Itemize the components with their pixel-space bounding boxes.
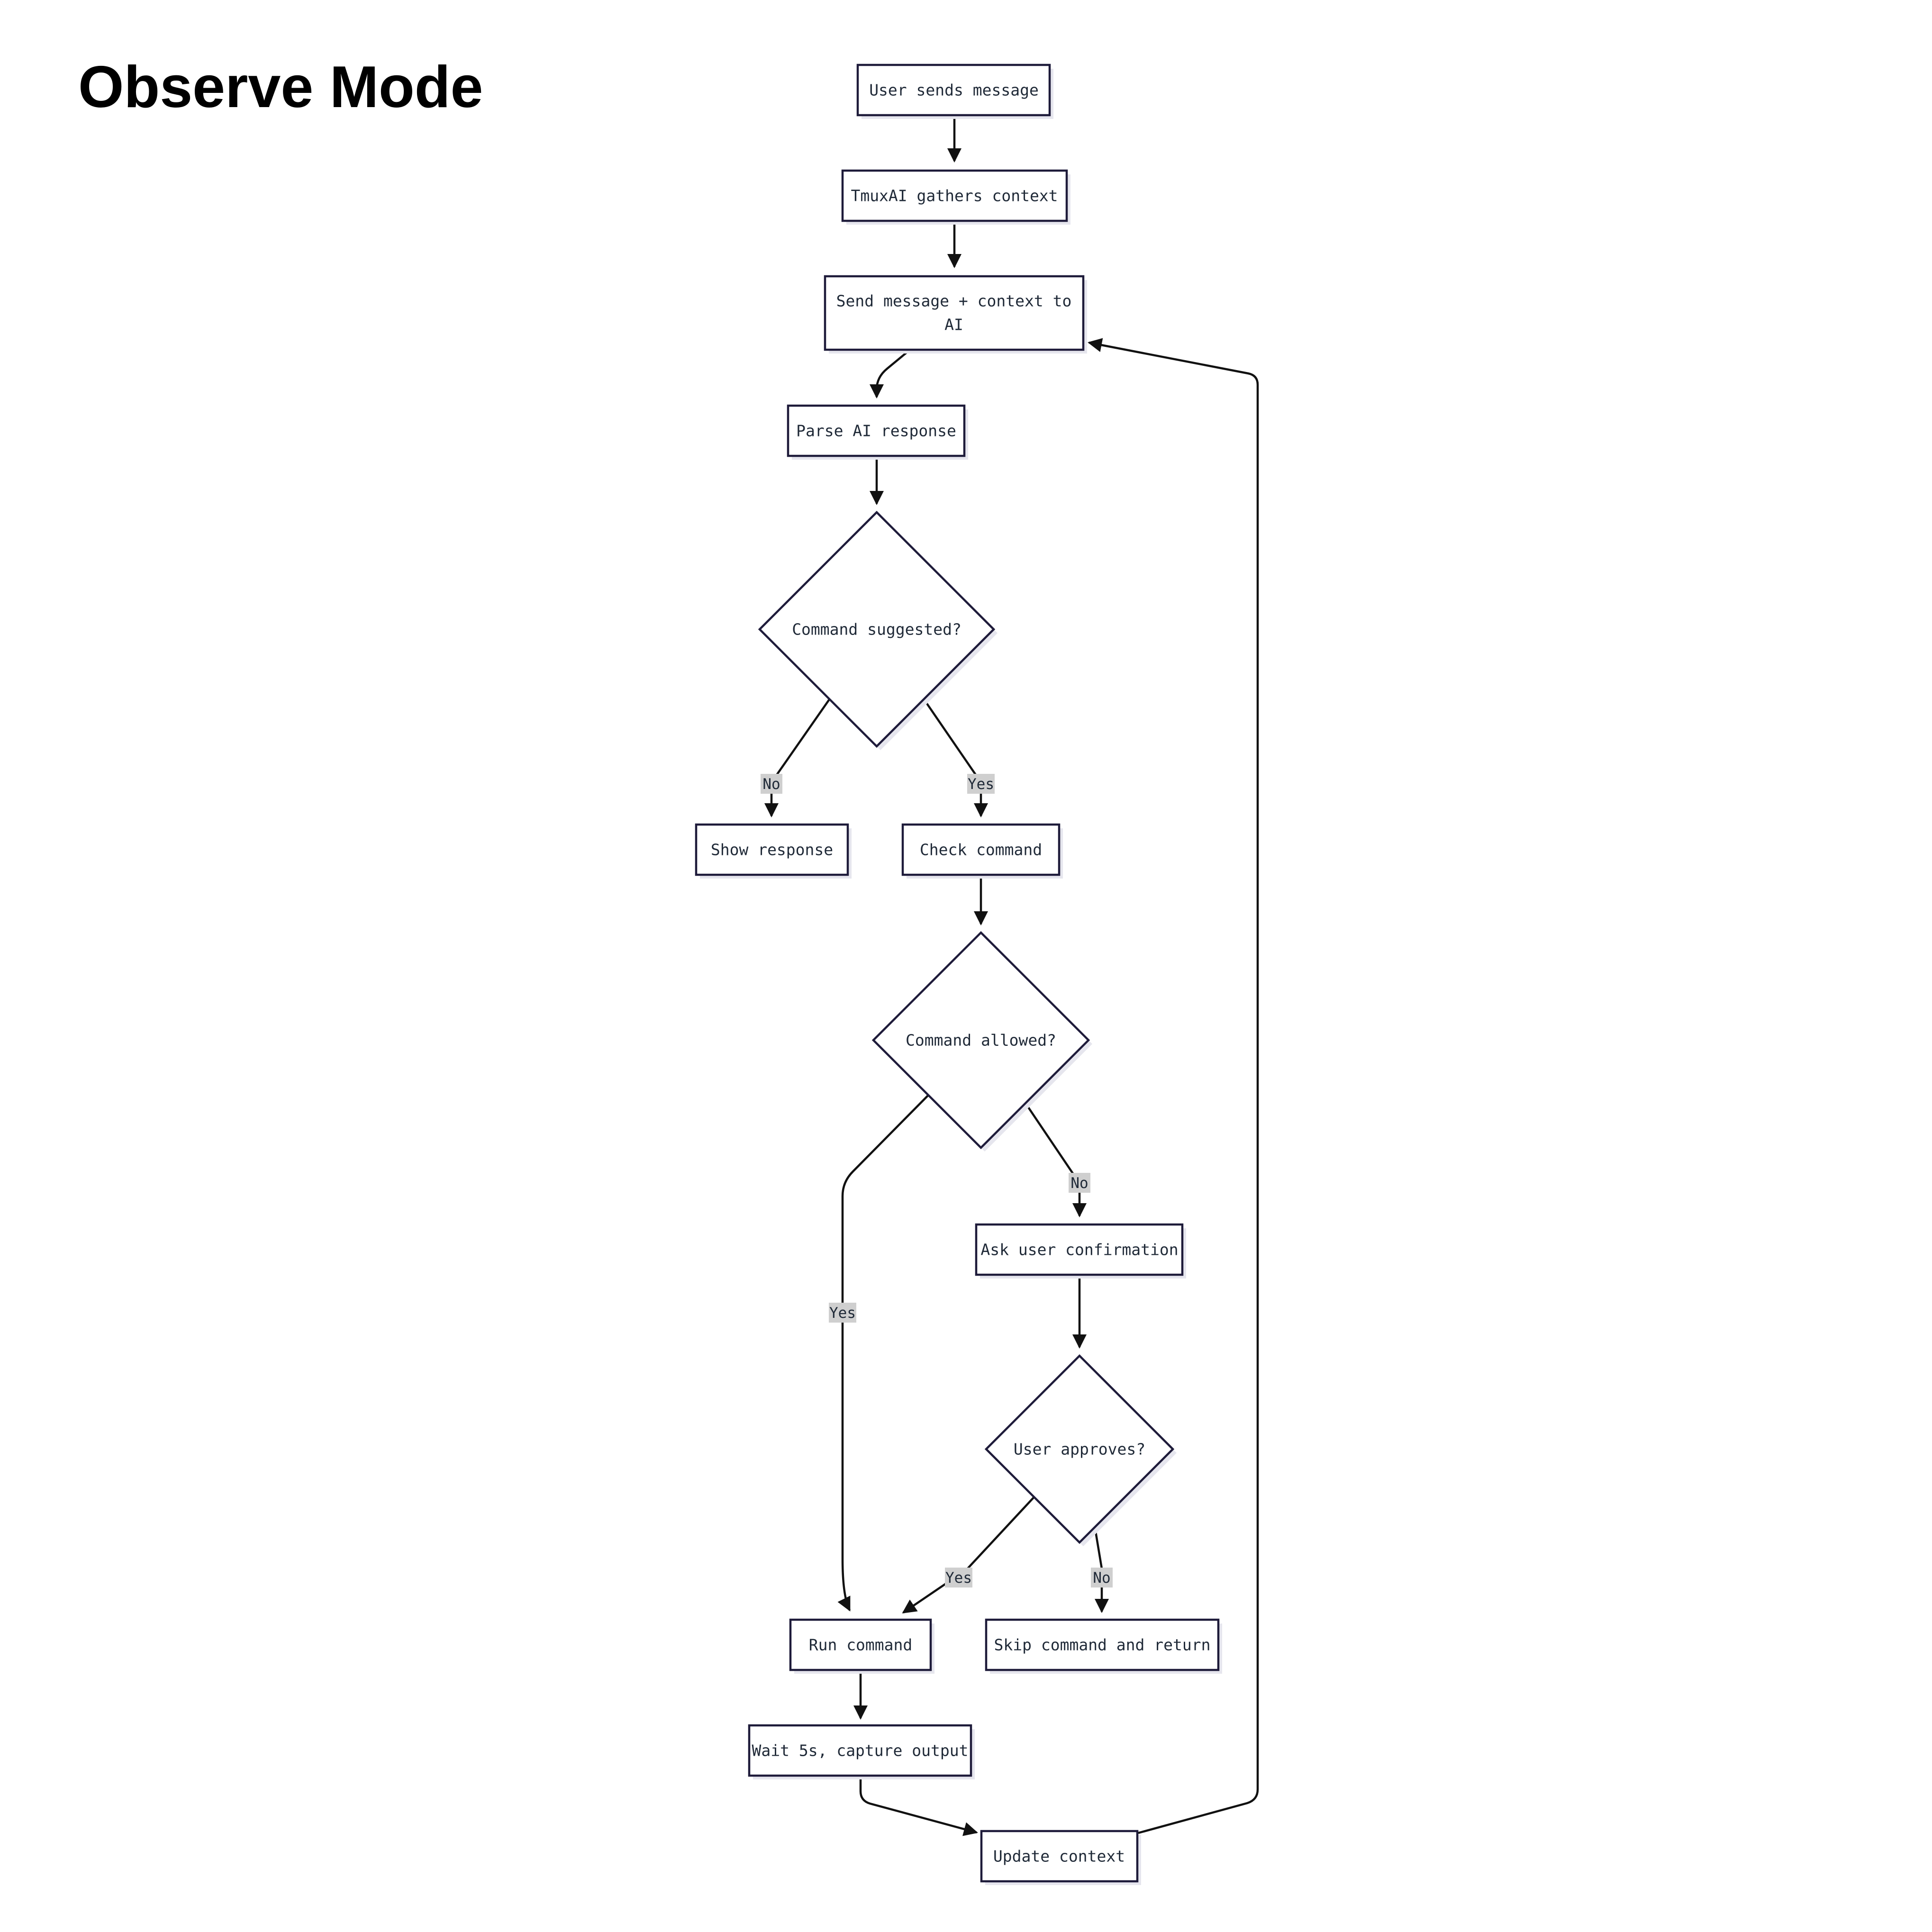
node-send-message: Send message + context to AI [824,275,1087,354]
node-wait-capture: Wait 5s, capture output [748,1724,975,1779]
edge-label-suggested-yes: Yes [967,774,995,794]
svg-text:Ask user confirmation: Ask user confirmation [980,1241,1178,1259]
node-show-response: Show response [695,823,852,879]
node-gathers-context: TmuxAI gathers context [841,169,1070,225]
edge-suggested-no [764,698,830,817]
node-update-context: Update context [980,1830,1141,1885]
svg-text:Run command: Run command [809,1636,913,1654]
nodes: User sends message TmuxAI gathers contex… [695,63,1222,1885]
edge-label-approves-yes: Yes [945,1568,972,1587]
edge-label-allowed-no: No [1069,1173,1090,1193]
node-check-command: Check command [901,823,1063,879]
svg-text:Show response: Show response [711,841,833,859]
edge-allowed-yes [837,1092,931,1612]
svg-text:Yes: Yes [829,1305,856,1322]
decision-user-approves: User approves? [984,1354,1177,1546]
decision-command-suggested: Command suggested? [758,510,998,750]
svg-text:Skip command and return: Skip command and return [994,1636,1211,1654]
svg-text:Yes: Yes [968,776,994,793]
node-user-sends-message: User sends message [856,63,1053,119]
edge-wait-to-update [859,1776,978,1836]
svg-text:No: No [762,776,780,793]
node-run-command: Run command [789,1618,934,1674]
svg-text:AI: AI [944,316,963,334]
node-skip-command: Skip command and return [985,1618,1222,1674]
edge-labels: No Yes Yes No Yes No [761,774,1113,1587]
node-parse-response: Parse AI response [787,404,968,460]
svg-text:Send message + context to: Send message + context to [836,292,1072,310]
svg-text:User sends message: User sends message [869,81,1039,100]
svg-text:Check command: Check command [920,841,1042,859]
svg-text:Wait 5s, capture output: Wait 5s, capture output [752,1742,969,1760]
edge-label-allowed-yes: Yes [829,1303,856,1323]
svg-text:Yes: Yes [945,1569,972,1587]
svg-text:Command allowed?: Command allowed? [906,1031,1056,1050]
page-title: Observe Mode [78,54,483,120]
svg-text:Update context: Update context [993,1847,1125,1866]
svg-text:Parse AI response: Parse AI response [796,422,956,440]
svg-text:TmuxAI gathers context: TmuxAI gathers context [851,187,1058,205]
edge-approves-yes [902,1494,1037,1614]
edge-suggested-yes [923,698,988,817]
edge-label-approves-no: No [1091,1568,1113,1587]
edge-update-to-send-loop [1088,338,1259,1834]
edge-label-suggested-no: No [761,774,782,794]
edge-allowed-no [1023,1099,1087,1217]
edge-send-to-parse [870,350,910,399]
decision-command-allowed: Command allowed? [871,931,1092,1152]
node-ask-confirmation: Ask user confirmation [975,1223,1186,1279]
svg-text:No: No [1093,1569,1110,1587]
svg-text:User approves?: User approves? [1014,1440,1145,1459]
svg-text:Command suggested?: Command suggested? [792,620,961,639]
svg-text:No: No [1070,1175,1088,1192]
